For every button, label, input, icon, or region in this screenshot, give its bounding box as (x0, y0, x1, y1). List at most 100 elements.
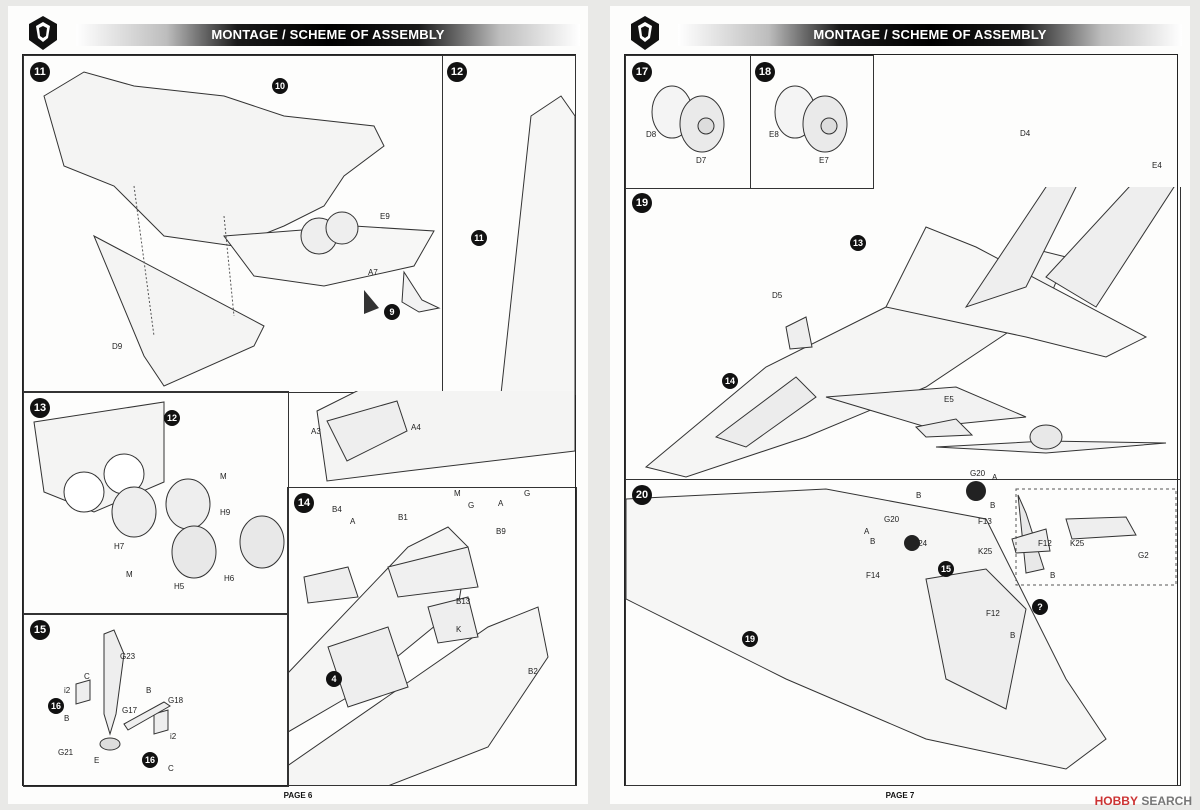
part-label-B-right-top: B (990, 501, 996, 510)
part-19-reference: 19 (742, 631, 758, 647)
question-reference: ? (1032, 599, 1048, 615)
part-label-H5: H5 (174, 582, 185, 591)
right-page: MONTAGE / SCHEME OF ASSEMBLY 17 D8 D7 18… (610, 6, 1190, 804)
part-label-D7: D7 (696, 156, 707, 165)
part-label-D8: D8 (646, 130, 657, 139)
part-label-K25-main: K25 (978, 547, 993, 556)
panel-step-15: 15 G23 i2 C 16 B G18 G17 B G21 E i2 16 C (23, 613, 289, 787)
page-number-left: PAGE 6 (283, 791, 313, 800)
part-label-B13: B13 (456, 597, 471, 606)
panel-step-14: 14 B4 A B1 M G G A B9 B13 K B2 4 (287, 487, 577, 786)
part-label-E7: E7 (819, 156, 829, 165)
part-label-B1: B1 (398, 513, 408, 522)
panel-step-12: 12 11 (441, 55, 576, 395)
part-label-G2: G2 (1138, 551, 1149, 560)
page-title: MONTAGE / SCHEME OF ASSEMBLY (211, 27, 445, 42)
step-19-drawing (644, 187, 1175, 478)
part-label-G21: G21 (58, 748, 74, 757)
part-label-B-left-top: B (916, 491, 922, 500)
panel-step-12-lower: A3 A4 (287, 391, 575, 488)
part-label-K: K (456, 625, 462, 634)
part-label-B-right: B (146, 686, 152, 695)
modelsvit-logo-right (624, 14, 666, 54)
watermark-brand: HOBBY (1094, 794, 1138, 808)
part-label-B-inset: B (1050, 571, 1056, 580)
instructions-frame-right: 17 D8 D7 18 E8 E7 (624, 54, 1181, 786)
part-label-G20-left: G20 (884, 515, 900, 524)
left-page: MONTAGE / SCHEME OF ASSEMBLY 11 10 9 E9 … (8, 6, 588, 804)
step-12-drawing-top (500, 95, 575, 394)
part-16-reference-left: 16 (48, 698, 64, 714)
part-label-A-top: A (992, 473, 998, 482)
part-label-M-cockpit: M (454, 489, 461, 498)
step-15-drawing (75, 629, 171, 751)
part-label-B9: B9 (496, 527, 506, 536)
panel-step-11: 11 10 9 E9 A7 D9 (23, 55, 443, 393)
part-label-H9: H9 (220, 508, 231, 517)
step-20-marker: 20 (632, 485, 652, 505)
part-13-reference: 13 (850, 235, 866, 251)
part-label-D9: D9 (112, 342, 123, 351)
step-13-drawing (33, 401, 285, 579)
part-label-G20-top: G20 (970, 469, 986, 478)
step-10-reference: 10 (272, 78, 288, 94)
step-17-marker: 17 (632, 62, 652, 82)
step-12-reference: 12 (164, 410, 180, 426)
step-11-reference: 11 (471, 230, 487, 246)
instructions-frame: 11 10 9 E9 A7 D9 12 11 A3 A4 (22, 54, 577, 787)
panel-step-18: 18 E8 E7 (749, 55, 874, 189)
step-18-marker: 18 (755, 62, 775, 82)
part-label-G24: G24 (912, 539, 928, 548)
part-label-K25-inset: K25 (1070, 539, 1085, 548)
part-label-C-bottom: C (168, 764, 174, 773)
step-4-reference: 4 (326, 671, 342, 687)
page-number-right: PAGE 7 (885, 791, 915, 800)
step-11-marker: 11 (30, 62, 50, 82)
part-label-A3: A3 (311, 427, 321, 436)
panel-step-20: 20 G20 A B B F13 G20 A B G24 K25 15 F14 … (625, 469, 1181, 786)
part-label-C-top: C (84, 672, 90, 681)
step-17-drawing (651, 85, 725, 153)
part-label-D5: D5 (772, 291, 783, 300)
step-13-marker: 13 (30, 398, 50, 418)
step-19-marker: 19 (632, 193, 652, 213)
part-label-A7: A7 (368, 268, 378, 277)
watermark-text: SEARCH (1141, 794, 1192, 808)
part-label-A-panel: A (498, 499, 504, 508)
panel-step-17: 17 D8 D7 (625, 55, 751, 189)
modelsvit-logo (22, 14, 64, 54)
part-label-M-bottom: M (126, 570, 133, 579)
part-label-G17: G17 (122, 706, 138, 715)
part-label-E9: E9 (380, 212, 390, 221)
step-14-marker: 14 (294, 493, 314, 513)
title-banner: MONTAGE / SCHEME OF ASSEMBLY (76, 24, 580, 46)
part-label-B-left: B (870, 537, 876, 546)
step-9-reference: 9 (384, 304, 400, 320)
part-label-B-left: B (64, 714, 70, 723)
part-label-H7: H7 (114, 542, 125, 551)
part-label-E: E (94, 756, 100, 765)
panel-step-19: 19 13 14 D4 E4 D5 E5 (625, 129, 1181, 480)
part-label-i2-right: i2 (170, 732, 177, 741)
part-label-G18: G18 (168, 696, 184, 705)
step-11-drawing (43, 71, 441, 387)
part-label-H6: H6 (224, 574, 235, 583)
part-label-B2: B2 (528, 667, 538, 676)
part-label-F14: F14 (866, 571, 880, 580)
page-header-right: MONTAGE / SCHEME OF ASSEMBLY (618, 14, 1182, 54)
part-label-G-left: G (468, 501, 475, 510)
part-label-M-top: M (220, 472, 227, 481)
part-label-B4: B4 (332, 505, 342, 514)
part-label-E5: E5 (944, 395, 954, 404)
part-label-F12-inset: F12 (1038, 539, 1052, 548)
part-14-reference: 14 (722, 373, 738, 389)
part-label-G23: G23 (120, 652, 136, 661)
part-label-F12-main: F12 (986, 609, 1000, 618)
step-12-marker: 12 (447, 62, 467, 82)
part-15-reference: 15 (938, 561, 954, 577)
part-16-reference-right: 16 (142, 752, 158, 768)
step-12-drawing-bottom (316, 391, 575, 482)
title-banner-right: MONTAGE / SCHEME OF ASSEMBLY (678, 24, 1182, 46)
part-label-B-fuselage: B (1010, 631, 1016, 640)
step-15-marker: 15 (30, 620, 50, 640)
